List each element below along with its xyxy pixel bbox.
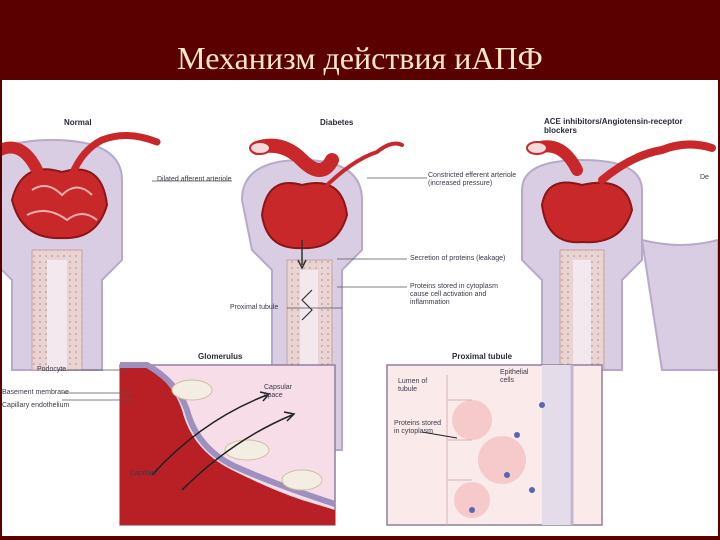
panel-title-diabetes: Diabetes [320,118,354,127]
inset-glomerulus [119,362,336,526]
leader-lines [57,177,427,401]
label-dilated-afferent: Dilated afferent arteriole [157,176,232,183]
afferent-arteriole [2,141,43,176]
label-lumen: Lumen of tubule [398,378,428,393]
efferent-arteriole [68,132,161,179]
efferent-arteriole [320,141,404,192]
panel-title-ace: ACE inhibitors/Angiotensin-receptor bloc… [544,117,683,135]
kidney-diagram [2,132,718,526]
glomerulus-tuft [260,182,349,250]
slide-title: Механизм действия иАПФ [177,40,543,76]
label-capillary-endothelium: Capillary endothelium [2,402,70,409]
label-proteins-stored: Proteins stored in cytoplasm cause cell … [410,283,498,306]
glomerulus-tuft [10,168,109,240]
label-de: De [700,174,709,181]
label-podocyte: Podocyte [37,366,67,373]
glomerulus-tuft [540,181,634,244]
afferent-arteriole [250,138,339,177]
title-bar [0,0,720,80]
figure-panel: Normal Diabetes ACE inhibitors/Angiotens… [2,80,718,536]
label-basement-membrane: Basement membrane [2,389,69,396]
efferent-arteriole [598,140,716,184]
label-epithelial: Epithelial cells [500,369,529,384]
label-secretion: Secretion of proteins (leakage) [410,255,506,262]
label-capillary: Capillary [130,470,158,477]
nephron-ace [521,140,718,371]
label-constricted-efferent: Constricted efferent arteriole (increase… [428,172,517,187]
panel-title-normal: Normal [64,118,92,127]
label-capsular-space: Capsular space [264,384,293,399]
tubule-lumen [47,260,67,370]
nephron-normal [2,132,161,371]
label-proteins-cytoplasm: Proteins stored in cytoplasm [394,420,442,435]
label-proximal-tubule: Proximal tubule [230,304,279,311]
inset-title-glomerulus: Glomerulus [198,352,243,361]
tubule-lumen [573,260,591,370]
inset-title-proximal: Proximal tubule [452,352,513,361]
inset-proximal-tubule [386,364,603,526]
